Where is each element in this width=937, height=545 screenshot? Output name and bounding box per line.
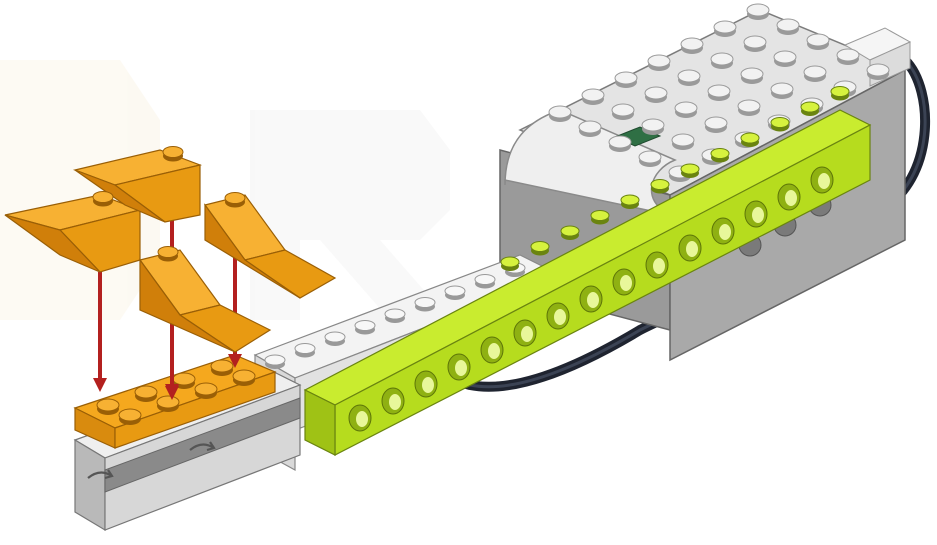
white-stud: [385, 309, 405, 319]
hub-stud: [837, 49, 859, 61]
plate-stud: [119, 409, 141, 421]
white-stud: [445, 286, 465, 296]
white-stud: [415, 298, 435, 308]
lime-stud: [621, 195, 639, 205]
lime-stud: [771, 118, 789, 128]
hub-stud: [612, 104, 634, 116]
lime-stud: [531, 242, 549, 252]
slope-stud: [93, 192, 113, 203]
slope-stud: [163, 147, 183, 158]
lime-stud: [711, 149, 729, 159]
lime-stud: [741, 133, 759, 143]
hub-stud: [804, 66, 826, 78]
hub-stud: [807, 34, 829, 46]
lime-hole-inner: [356, 411, 368, 427]
plate-stud: [195, 383, 217, 395]
lime-hole-inner: [719, 224, 731, 240]
hub-stud: [549, 106, 571, 118]
hub-stud: [639, 151, 661, 163]
assembly-arrow-head: [93, 378, 107, 392]
hub-stud: [579, 121, 601, 133]
hub-stud: [582, 89, 604, 101]
lime-stud: [831, 87, 849, 97]
white-stud: [265, 355, 285, 365]
hub-stud: [678, 70, 700, 82]
lime-stud: [651, 180, 669, 190]
lime-hole-inner: [488, 343, 500, 359]
white-stud: [355, 321, 375, 331]
hub-stud: [645, 87, 667, 99]
lime-hole-inner: [389, 394, 401, 410]
hub-stud: [747, 4, 769, 16]
hub-stud: [705, 117, 727, 129]
lime-hole-inner: [422, 377, 434, 393]
hub-stud: [741, 68, 763, 80]
hub-stud: [744, 36, 766, 48]
hub-stud: [774, 51, 796, 63]
lime-hole-inner: [521, 326, 533, 342]
plate-stud: [157, 396, 179, 408]
lime-hole-inner: [785, 190, 797, 206]
hub-stud: [681, 38, 703, 50]
hub-stud: [642, 119, 664, 131]
lime-hole-inner: [554, 309, 566, 325]
hub-stud: [777, 19, 799, 31]
hub-stud: [609, 136, 631, 148]
hub-stud: [675, 102, 697, 114]
lime-stud: [591, 211, 609, 221]
lime-stud: [681, 164, 699, 174]
white-stud: [295, 344, 315, 354]
hub-stud: [672, 134, 694, 146]
hub-stud: [714, 21, 736, 33]
lime-stud: [501, 257, 519, 267]
watermark: [0, 60, 450, 320]
hub-stud: [771, 83, 793, 95]
slope-stud: [158, 247, 178, 258]
plate-stud: [211, 360, 233, 372]
hub-stud: [711, 53, 733, 65]
plate-stud: [173, 373, 195, 385]
hub-stud: [738, 100, 760, 112]
white-stud: [325, 332, 345, 342]
lime-hole-inner: [653, 258, 665, 274]
lime-hole-inner: [686, 241, 698, 257]
hub-stud: [867, 64, 889, 76]
lime-hole-inner: [620, 275, 632, 291]
lime-hole-inner: [587, 292, 599, 308]
lime-hole-inner: [818, 173, 830, 189]
plate-stud: [233, 370, 255, 382]
lime-stud: [801, 102, 819, 112]
lime-hole-inner: [752, 207, 764, 223]
plate-stud: [135, 386, 157, 398]
slope-stud: [225, 193, 245, 204]
lime-stud: [561, 226, 579, 236]
plate-stud: [97, 399, 119, 411]
hub-stud: [708, 85, 730, 97]
hub-stud: [648, 55, 670, 67]
white-stud: [475, 275, 495, 285]
hub-stud: [615, 72, 637, 84]
lime-hole-inner: [455, 360, 467, 376]
